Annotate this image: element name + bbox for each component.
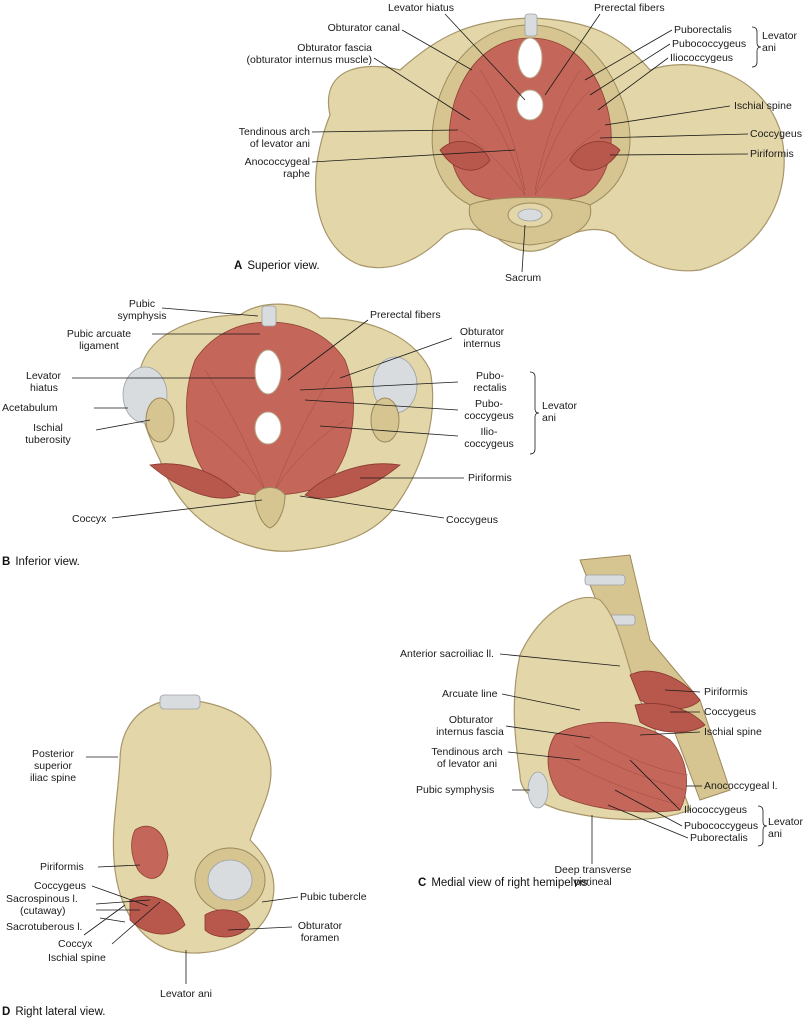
label-d-obturator-foramen-line2: foramen	[300, 932, 340, 944]
label-c-tendinous-arch-line2: of levator ani	[436, 758, 498, 770]
label-a-levator-ani-line1: Levator	[762, 30, 798, 42]
label-a-obturator-fascia-line2: (obturator internus muscle)	[246, 54, 372, 66]
label-a-levator-hiatus: Levator hiatus	[388, 2, 454, 14]
panel-d-illustration	[112, 694, 275, 954]
label-c-levator-ani-line2: ani	[768, 828, 783, 840]
label-a-tendinous-arch-line2: of levator ani	[249, 138, 310, 150]
label-b-levator-ani-line1: Levator	[542, 400, 578, 412]
label-c-iliococcygeus: Iliococcygeus	[684, 804, 748, 816]
label-c-deep-transverse-line1: Deep transverse	[554, 864, 632, 876]
label-b-acetabulum: Acetabulum	[2, 402, 58, 414]
label-c-pubic-symphysis: Pubic symphysis	[416, 784, 495, 796]
label-c-deep-transverse-line2: perineal	[574, 876, 612, 888]
label-a-obturator-fascia-line1: Obturator fascia	[297, 42, 372, 54]
label-b-pubococcygeus-line1: Pubo-	[474, 398, 504, 410]
caption-b-text: Inferior view.	[15, 556, 80, 568]
label-d-ischial-spine: Ischial spine	[48, 952, 106, 964]
panel-b-leaders	[72, 307, 464, 519]
label-a-anococcygeal-line2: raphe	[283, 168, 310, 180]
label-d-pubic-tubercle: Pubic tubercle	[300, 891, 367, 903]
panel-a-leaders	[311, 13, 749, 273]
label-c-arcuate-line: Arcuate line	[442, 688, 498, 700]
label-b-puborectalis-line1: Pubo-	[475, 370, 505, 382]
label-b-pubic-arcuate-line1: Pubic arcuate	[66, 328, 132, 340]
label-d-obturator-foramen-line1: Obturator	[297, 920, 343, 932]
label-c-obturator-internus-fascia-line2: internus fascia	[436, 726, 504, 738]
label-c-anococcygeal: Anococcygeal l.	[704, 780, 778, 792]
label-d-posterior-superior-line3: iliac spine	[29, 772, 77, 784]
label-b-piriformis: Piriformis	[468, 472, 512, 484]
panel-b-illustration	[122, 303, 434, 552]
caption-d: D Right lateral view.	[2, 1006, 105, 1018]
label-b-coccyx: Coccyx	[72, 513, 107, 525]
label-a-levator-ani-line2: ani	[762, 42, 777, 54]
label-d-coccygeus: Coccygeus	[34, 880, 86, 892]
label-b-levator-hiatus-line2: hiatus	[30, 382, 59, 394]
label-a-coccygeus: Coccygeus	[750, 128, 802, 140]
label-b-pubic-symphysis-line2: symphysis	[117, 310, 167, 322]
caption-c-text: Medial view of right hemipelvis.	[431, 877, 591, 889]
caption-c: C Medial view of right hemipelvis.	[418, 877, 590, 889]
label-d-posterior-superior-line1: Posterior	[31, 748, 74, 760]
label-b-iliococcygeus-line1: Ilio-	[480, 426, 498, 438]
label-a-iliococcygeus: Iliococcygeus	[670, 52, 734, 64]
label-a-tendinous-arch-line1: Tendinous arch	[238, 126, 310, 138]
label-d-sacrospinous-line2: (cutaway)	[20, 905, 66, 917]
label-d-coccyx: Coccyx	[58, 938, 93, 950]
label-b-levator-ani-line2: ani	[542, 412, 557, 424]
label-b-ischial-tuberosity-line1: Ischial	[33, 422, 63, 434]
label-c-levator-ani-line1: Levator	[768, 816, 804, 828]
label-a-piriformis: Piriformis	[750, 148, 794, 160]
label-c-puborectalis: Puborectalis	[690, 832, 748, 844]
label-c-piriformis: Piriformis	[704, 686, 748, 698]
caption-d-text: Right lateral view.	[15, 1006, 106, 1018]
caption-a: A Superior view.	[234, 260, 320, 272]
label-a-sacrum: Sacrum	[505, 272, 542, 284]
label-b-pubic-arcuate-line2: ligament	[79, 340, 119, 352]
label-b-pubic-symphysis-line1: Pubic	[128, 298, 156, 310]
label-c-ischial-spine: Ischial spine	[704, 726, 762, 738]
label-b-prerectal-fibers: Prerectal fibers	[370, 309, 441, 321]
panel-c-illustration	[513, 554, 731, 821]
label-d-sacrotuberous: Sacrotuberous l.	[6, 921, 83, 933]
label-a-anococcygeal-line1: Anococcygeal	[244, 156, 310, 168]
label-d-posterior-superior-line2: superior	[34, 760, 72, 772]
label-c-pubococcygeus: Pubococcygeus	[684, 820, 759, 832]
caption-d-letter: D	[2, 1006, 11, 1018]
label-b-levator-hiatus-line1: Levator	[26, 370, 62, 382]
panel-d-leaders	[83, 756, 299, 984]
panel-a-illustration	[315, 13, 785, 272]
label-b-obturator-internus-line1: Obturator	[459, 326, 505, 338]
label-a-puborectalis: Puborectalis	[674, 24, 732, 36]
label-d-sacrospinous-line1: Sacrospinous l.	[6, 893, 78, 905]
label-a-obturator-canal: Obturator canal	[327, 22, 400, 34]
label-b-puborectalis-line2: rectalis	[473, 382, 507, 394]
label-c-tendinous-arch-line1: Tendinous arch	[431, 746, 503, 758]
label-b-ischial-tuberosity-line2: tuberosity	[25, 434, 71, 446]
panel-c-leaders	[499, 653, 702, 864]
caption-c-letter: C	[418, 877, 427, 889]
panel-b-levator-brace	[529, 371, 540, 455]
label-d-piriformis: Piriformis	[40, 861, 84, 873]
label-a-ischial-spine: Ischial spine	[734, 100, 792, 112]
label-b-obturator-internus-line2: internus	[463, 338, 501, 350]
caption-a-text: Superior view.	[247, 260, 320, 272]
label-b-iliococcygeus-line2: coccygeus	[464, 438, 514, 450]
caption-b: B Inferior view.	[2, 556, 80, 568]
label-c-coccygeus: Coccygeus	[704, 706, 756, 718]
panel-c-levator-brace	[757, 805, 768, 847]
label-b-pubococcygeus-line2: coccygeus	[464, 410, 514, 422]
panel-a-levator-brace	[751, 26, 762, 68]
caption-a-letter: A	[234, 260, 243, 272]
label-c-anterior-sacroiliac: Anterior sacroiliac ll.	[400, 648, 494, 660]
label-d-levator-ani: Levator ani	[160, 988, 212, 1000]
caption-b-letter: B	[2, 556, 11, 568]
label-c-obturator-internus-fascia-line1: Obturator	[448, 714, 494, 726]
label-a-prerectal-fibers: Prerectal fibers	[594, 2, 665, 14]
label-b-coccygeus: Coccygeus	[446, 514, 498, 526]
label-a-pubococcygeus: Pubococcygeus	[672, 38, 747, 50]
